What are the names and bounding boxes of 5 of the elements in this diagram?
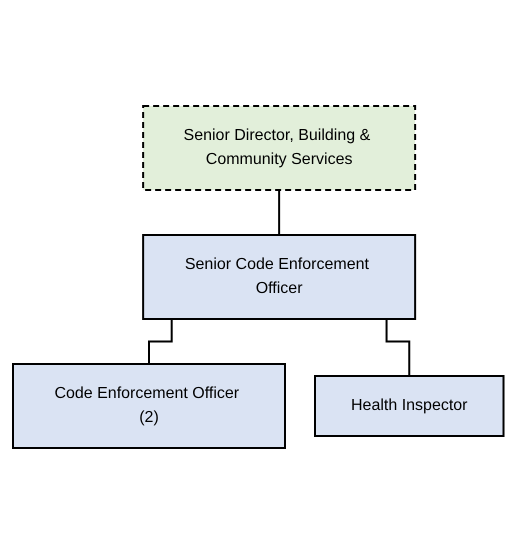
node-box: Senior Code Enforcement Officer [142,234,416,320]
connector [278,189,280,236]
node-box: Health Inspector [314,375,504,437]
node-box: Code Enforcement Officer (2) [12,363,286,449]
node-box: Senior Director, Building & Community Services [142,105,416,191]
